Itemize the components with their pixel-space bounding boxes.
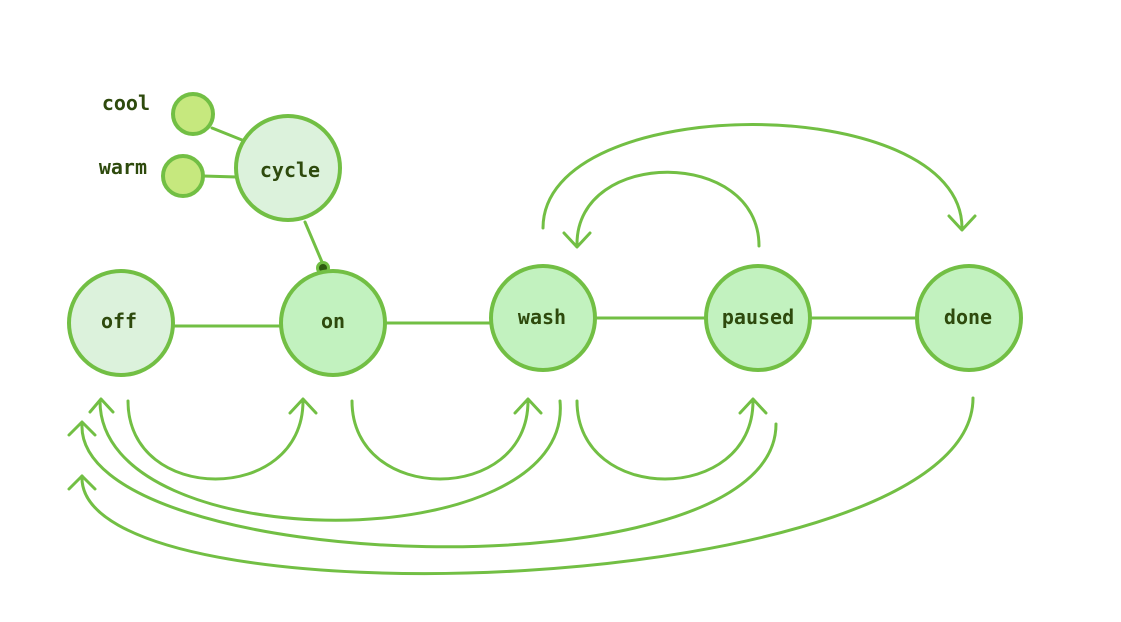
arrowhead-wash-done [947,214,977,232]
label-off: off [101,309,137,333]
arrowhead-off-on [288,397,318,415]
arrowhead-wash-paused [738,397,768,415]
node-on[interactable] [279,269,387,377]
transition-paused-wash [575,170,761,248]
transition-off-on [126,399,305,481]
node-done[interactable] [915,264,1023,372]
node-paused[interactable] [704,264,812,372]
transition-done-off [80,396,975,576]
label-warm: warm [99,155,147,179]
transition-wash-off [98,399,562,522]
node-wash[interactable] [489,264,597,372]
arrowhead-paused-off [67,420,97,437]
label-paused: paused [722,305,794,329]
link-cycle-on [303,220,324,264]
transition-paused-off [80,422,778,549]
link-cool-cycle [210,126,244,142]
arrowhead-paused-wash [562,231,592,249]
transition-wash-paused [575,399,755,481]
transition-on-wash [350,399,530,481]
label-wash: wash [518,305,566,329]
label-done: done [944,305,992,329]
arrowhead-done-off [67,474,97,491]
node-warm[interactable] [161,154,205,198]
link-warm-cycle [201,174,239,179]
label-on: on [321,309,345,333]
node-cool[interactable] [171,92,215,136]
label-cool: cool [102,91,150,115]
arrowhead-on-wash [513,397,543,415]
node-cycle[interactable] [234,114,342,222]
arrowhead-wash-off [88,397,115,414]
transition-wash-done [541,123,964,230]
label-cycle: cycle [260,158,320,182]
node-off[interactable] [67,269,175,377]
